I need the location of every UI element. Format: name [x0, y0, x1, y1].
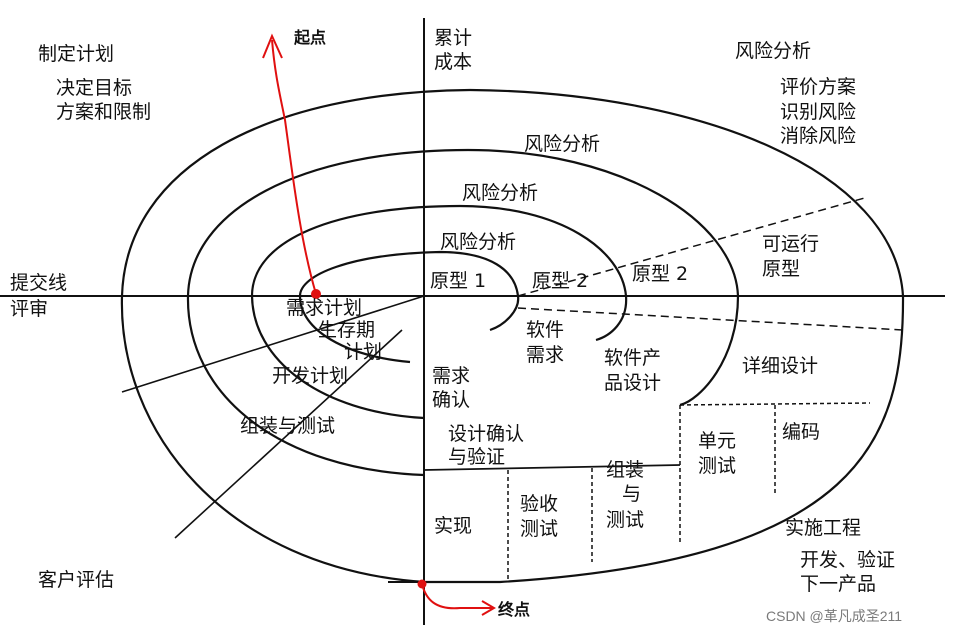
integration-test-line-1: 组装: [606, 459, 644, 481]
end-arrow-path: [421, 583, 492, 610]
requirements-validation-line-2: 确认: [432, 389, 470, 411]
quadrant-engineering-line-1: 开发、验证: [800, 549, 895, 571]
quadrant-engineering-title: 实施工程: [785, 517, 861, 539]
requirements-plan: 需求计划: [286, 297, 362, 319]
risk-analysis-middle: 风险分析: [462, 182, 538, 204]
software-requirements-line-2: 需求: [526, 344, 564, 366]
dashed-line-upper: [517, 196, 869, 297]
integration-test-plan: 组装与测试: [240, 415, 335, 437]
unit-test-line-1: 单元: [698, 430, 736, 452]
dashed-line-lower: [517, 307, 904, 331]
acceptance-test-line-2: 测试: [520, 518, 558, 540]
prototype-1: 原型 1: [430, 270, 486, 292]
quadrant-risk-line-3: 消除风险: [780, 125, 856, 147]
diagonal-line-2: [174, 329, 403, 539]
end-label: 终点: [498, 600, 530, 619]
lifecycle-plan-line-2: 计划: [344, 341, 382, 363]
design-verification-line-2: 与验证: [448, 446, 505, 468]
spiral-ring-3: [186, 148, 740, 477]
prototype-2-outer: 原型 2: [632, 263, 688, 285]
start-arrow-head: [262, 33, 283, 59]
operational-prototype-line-1: 可运行: [762, 233, 819, 255]
product-design-line-2: 品设计: [604, 372, 661, 394]
requirements-validation-line-1: 需求: [432, 365, 470, 387]
design-verification-line-1: 设计确认: [448, 423, 524, 445]
spiral-ring-1: [298, 250, 520, 364]
quadrant-planning-line-2: 方案和限制: [56, 101, 151, 123]
grid-h-bottom: [423, 464, 681, 471]
quadrant-engineering-line-2: 下一产品: [800, 573, 876, 595]
spiral-ring-2: [250, 204, 628, 420]
quadrant-risk-title: 风险分析: [735, 40, 811, 62]
diagonal-line-1: [121, 295, 425, 393]
coding: 编码: [782, 421, 820, 443]
integration-test-line-2: 与: [622, 483, 641, 505]
axis-cost-line-1: 累计: [434, 27, 472, 49]
lifecycle-plan-line-1: 生存期: [318, 319, 375, 341]
grid-h-top: [679, 402, 871, 406]
start-label: 起点: [293, 28, 326, 47]
axis-review-line-1: 提交线: [10, 272, 67, 294]
integration-test-line-3: 测试: [606, 509, 644, 531]
prototype-2-inner: 原型 2: [532, 270, 588, 292]
quadrant-planning-title: 制定计划: [38, 43, 114, 65]
end-arrow-head: [481, 600, 496, 616]
axis-cost-line-2: 成本: [434, 51, 472, 73]
detailed-design: 详细设计: [742, 355, 818, 377]
axis-review-line-2: 评审: [10, 298, 48, 320]
unit-test-line-2: 测试: [698, 455, 736, 477]
risk-analysis-outer: 风险分析: [524, 133, 600, 155]
product-design-line-1: 软件产: [604, 347, 661, 369]
spiral-ring-outer: [120, 88, 905, 584]
software-requirements-line-1: 软件: [526, 319, 564, 341]
development-plan: 开发计划: [272, 365, 348, 387]
start-arrow-path: [271, 39, 317, 295]
acceptance-test-line-1: 验收: [520, 493, 558, 515]
quadrant-planning-line-1: 决定目标: [56, 77, 132, 99]
start-point: [311, 289, 321, 299]
risk-analysis-inner: 风险分析: [440, 231, 516, 253]
watermark: CSDN @革凡成圣211: [766, 608, 902, 624]
operational-prototype-line-2: 原型: [762, 258, 800, 280]
quadrant-risk-line-2: 识别风险: [780, 101, 856, 123]
quadrant-risk-line-1: 评价方案: [780, 76, 856, 98]
implementation: 实现: [434, 515, 472, 537]
quadrant-evaluation-title: 客户评估: [38, 569, 114, 591]
